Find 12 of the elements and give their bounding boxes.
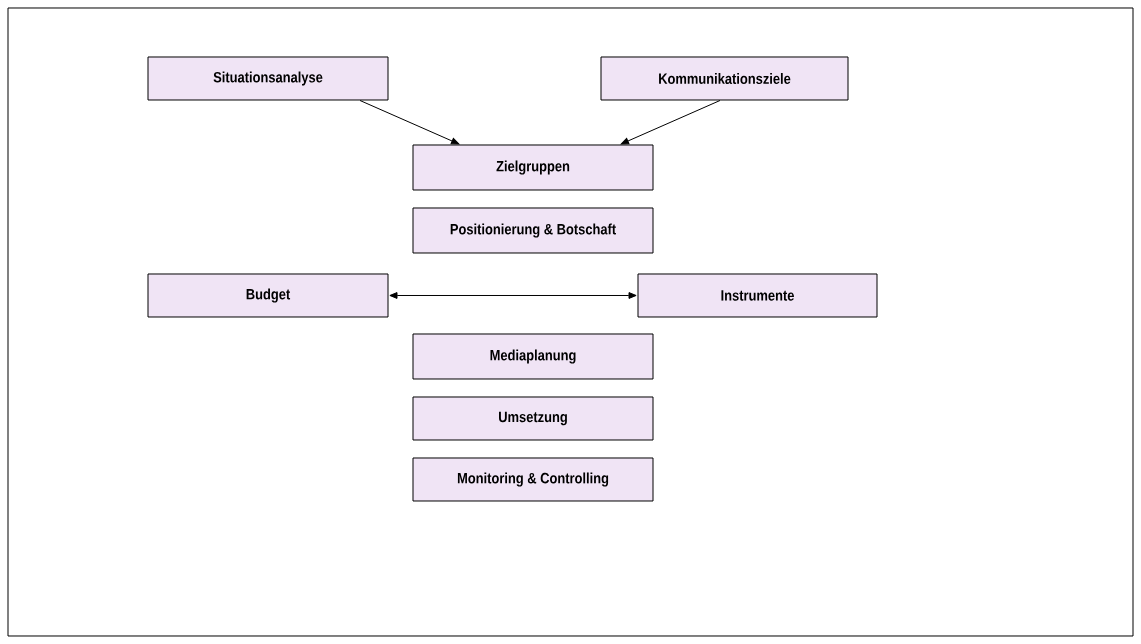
- process-box: Budget: [147, 273, 389, 318]
- process-box: Instrumente: [637, 273, 878, 318]
- arrow: [359, 100, 460, 145]
- process-box: Mediaplanung: [412, 333, 654, 380]
- arrow: [389, 292, 637, 299]
- process-box: Zielgruppen: [412, 144, 654, 191]
- process-box: Positionierung & Botschaft: [412, 207, 654, 254]
- process-box: Monitoring & Controlling: [412, 457, 654, 502]
- arrow: [620, 100, 721, 145]
- process-box: Situationsanalyse: [147, 56, 389, 101]
- process-box: Umsetzung: [412, 396, 654, 441]
- process-box: Kommunikationsziele: [600, 56, 849, 101]
